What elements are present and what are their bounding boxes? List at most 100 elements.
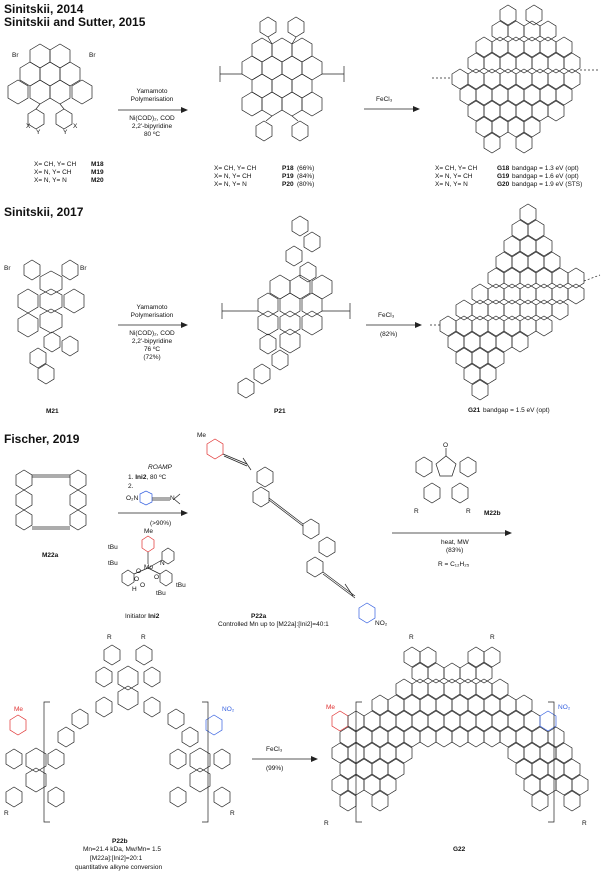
heading-sinitskii-2017: Sinitskii, 2017 (4, 205, 84, 219)
step1: 1. Ini2, 80 ºC (128, 474, 166, 482)
reaction-arrow-3 (118, 322, 188, 328)
step1-catalyst: Ini2 (135, 474, 147, 481)
atom-r-p22b-3: R (4, 810, 9, 817)
atom-h: H (132, 586, 137, 593)
m22b-label: M22b (484, 510, 501, 517)
g20-def: X= N, Y= N (435, 181, 468, 188)
fecl3-label-1: FeCl₃ (376, 96, 393, 103)
atom-mo: Mo (144, 564, 154, 571)
atom-r-cpd-1: R (414, 508, 419, 515)
atom-r-cpd-2: R (466, 508, 471, 515)
atom-r-p22b-1: R (107, 634, 112, 641)
initiator-label: Ini2 (148, 613, 160, 620)
atom-o-cpd: O (443, 442, 449, 449)
atom-tbu-4: tBu (176, 582, 186, 589)
atom-br-right: Br (80, 265, 87, 272)
g22-label: G22 (453, 846, 466, 853)
g18-label: G18 (497, 165, 510, 172)
fecl3-yield-2: (82%) (380, 331, 398, 338)
da-cond-2: (83%) (446, 547, 464, 554)
cond-line: (72%) (143, 354, 161, 361)
p22b-label: P22b (112, 838, 128, 845)
polymer-p22b-structure: R R Me NO₂ R R (0, 634, 250, 832)
fecl3-yield-3: (99%) (266, 765, 284, 772)
atom-tbu-1: tBu (108, 544, 118, 551)
g18-def: X= CH, Y= CH (435, 165, 478, 172)
r-definition: R = C₁₂H₂₅ (438, 561, 470, 568)
g19-label: G19 (497, 173, 510, 180)
cond-line: Yamamoto (136, 304, 168, 311)
atom-no2-p22a: NO₂ (375, 620, 388, 627)
polymer-p21-structure (200, 215, 360, 405)
p20-def: X= N, Y= N (214, 181, 247, 188)
atom-r-g22-1: R (409, 634, 414, 641)
romp-label: ROAMP (148, 464, 172, 471)
g21-gap: bandgap = 1.5 eV (opt) (483, 407, 550, 414)
m18-label: M18 (91, 161, 104, 168)
p22a-label: P22a (251, 613, 267, 620)
p20-label: P20 (282, 181, 294, 188)
cond-line: 2,2'-bipyridine (131, 338, 173, 345)
atom-o-4: O (140, 582, 146, 589)
atom-n-cat: N (160, 560, 165, 567)
heading-sinitskii-2014: Sinitskii, 2014 (4, 2, 84, 16)
atom-r-g22-2: R (490, 634, 495, 641)
atom-x-right: X (73, 123, 78, 130)
initiator-text: Initiator (125, 613, 147, 620)
m18-def: X= CH, Y= CH (34, 161, 77, 168)
atom-o-1: O (136, 568, 142, 575)
reaction-arrow-5 (118, 510, 188, 516)
step1-num: 1. (128, 474, 134, 481)
atom-x-left: X (26, 123, 31, 130)
atom-no2-g22: NO₂ (558, 704, 571, 711)
g19-def: X= N, Y= CH (435, 173, 473, 180)
m19-label: M19 (91, 169, 104, 176)
p20-yield: (80%) (297, 181, 315, 188)
atom-me-g22: Me (326, 704, 336, 711)
fecl3-label-2: FeCl₃ (378, 312, 395, 319)
p19-def: X= N, Y= CH (214, 173, 252, 180)
conditions-1: Yamamoto Polymerisation (112, 88, 192, 104)
reaction-arrow-7 (252, 756, 318, 762)
atom-y-right: Y (63, 129, 68, 136)
ynamine-reagent: O₂N N (126, 490, 188, 508)
reaction-arrow-6 (392, 530, 512, 536)
atom-r-p22b-2: R (141, 634, 146, 641)
m20-label: M20 (91, 177, 104, 184)
heading-sinitskii-sutter-2015: Sinitskii and Sutter, 2015 (4, 15, 146, 29)
romp-yield: (>90%) (150, 520, 172, 527)
p19-yield: (84%) (297, 173, 315, 180)
cond-line: Yamamoto (136, 88, 168, 95)
p18-label: P18 (282, 165, 294, 172)
cond-line: Polymerisation (130, 96, 174, 103)
p22b-mn: Mn=21.4 kDa, Mw/Mn= 1.5 (83, 846, 162, 853)
initiator-caption: Initiator Ini2 (125, 613, 159, 621)
atom-br-left: Br (12, 52, 19, 59)
monomer-m22a-structure (8, 463, 98, 547)
p22b-ratio: [M22a]:[Ini2]=20:1 (90, 855, 143, 862)
atom-me-p22a: Me (197, 432, 207, 439)
atom-br-right: Br (89, 52, 96, 59)
atom-no2-reagent: O₂N (126, 495, 139, 502)
cond-line: Ni(COD)₂, COD (129, 330, 175, 337)
step1-temp: , 80 ºC (146, 474, 167, 481)
g20-gap: bandgap = 1.9 eV (STS) (512, 181, 583, 188)
conditions-2-below: Ni(COD)₂, COD 2,2'-bipyridine 76 ºC (72%… (112, 330, 192, 362)
g18-gap: bandgap = 1.3 eV (opt) (512, 165, 579, 172)
atom-y-left: Y (36, 129, 41, 136)
gnr-g21-structure (430, 203, 602, 415)
g20-label: G20 (497, 181, 510, 188)
polymer-p18-structure (200, 14, 355, 164)
polymer-p22a-structure: Me NO₂ (195, 430, 390, 630)
atom-tbu-3: tBu (156, 590, 166, 597)
p19-label: P19 (282, 173, 294, 180)
step2-num: 2. (128, 483, 134, 490)
cond-line: Ni(COD)₂, COD (129, 115, 175, 122)
atom-r-p22b-4: R (230, 810, 235, 817)
heading-fischer-2019: Fischer, 2019 (4, 432, 80, 446)
cond-line: 76 ºC (143, 346, 161, 353)
reaction-arrow-2 (364, 106, 420, 112)
atom-me-cat: Me (144, 528, 154, 535)
cyclopentadienone-m22b-structure: O R R (400, 442, 495, 522)
m22a-label: M22a (42, 552, 59, 559)
